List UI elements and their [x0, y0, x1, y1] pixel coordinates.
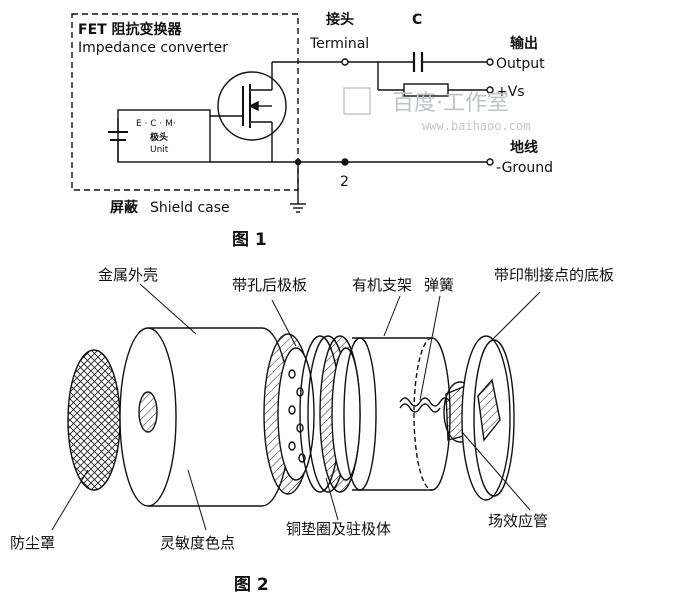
watermark-logo: [343, 87, 371, 115]
node-2-label: 2: [340, 174, 349, 190]
vs-label: +Vs: [496, 84, 525, 100]
ground-en: -Ground: [496, 160, 553, 176]
vs-terminal: [486, 86, 494, 94]
label-backplate: 带孔后极板: [232, 276, 307, 294]
figure2-exploded-view: [51, 283, 541, 531]
label-dust-cover: 防尘罩: [10, 534, 55, 552]
frame-front: [343, 337, 377, 491]
watermark-main: 百度·工作室: [392, 91, 509, 116]
fet-transistor-symbol: [217, 71, 287, 141]
shield-case-outline: [71, 13, 299, 191]
output-en: Output: [496, 56, 545, 72]
ground-cn: 地线: [510, 139, 538, 156]
label-sensitivity-dot: 灵敏度色点: [160, 534, 235, 552]
dust-cover-disc: [67, 349, 121, 491]
figure1-circuit: [71, 13, 494, 213]
metal-case-hole: [138, 391, 158, 433]
label-metal-case: 金属外壳: [98, 266, 158, 284]
ground-terminal: [486, 158, 494, 166]
spring-coil: [399, 397, 451, 407]
figure2-caption: 图 2: [234, 575, 269, 595]
leader-lines: [51, 283, 541, 531]
ecm-unit-box: [117, 109, 211, 163]
figure1-caption: 图 1: [232, 230, 267, 250]
capacitor-label: C: [412, 12, 422, 28]
electret-inner: [331, 347, 361, 481]
terminal-cn: 接头: [326, 11, 354, 28]
label-spring: 弹簧: [424, 276, 454, 294]
label-fet-tube: 场效应管: [488, 512, 548, 530]
ecm-line1: E · C · M·: [136, 119, 176, 129]
watermark-url: www.baihaoo.com: [422, 119, 530, 133]
terminal-en: Terminal: [309, 36, 369, 52]
fet-title-en: Impedance converter: [78, 40, 228, 56]
pcb-base-rim: [473, 339, 515, 497]
metal-case-fill: [148, 328, 262, 506]
shield-cn: 屏蔽: [110, 199, 139, 216]
backplate-face: [277, 347, 315, 481]
fet-title-cn: FET 阻抗变换器: [78, 21, 183, 38]
ecm-line2: 极头: [150, 131, 168, 143]
spring-coil-2: [399, 403, 441, 413]
figure2-labels: 金属外壳 带孔后极板 有机支架 弹簧 带印制接点的底板 防尘罩 灵敏度色点 铜垫…: [10, 266, 614, 595]
label-copper-ring: 铜垫圈及驻极体: [286, 520, 391, 538]
fet-arrow: [248, 100, 259, 112]
figure1-labels: FET 阻抗变换器 Impedance converter 接头 Termina…: [78, 11, 553, 250]
output-terminal: [486, 58, 494, 66]
shield-en: Shield case: [150, 200, 230, 216]
ecm-line3: Unit: [150, 145, 169, 155]
terminal-node: [341, 58, 349, 66]
node-2-dot: [341, 158, 349, 166]
output-cn: 输出: [510, 35, 538, 52]
frame-back-hidden: [413, 337, 433, 491]
label-pcb-board: 带印制接点的底板: [494, 266, 614, 284]
pcb-contact-pad: [477, 378, 501, 442]
label-organic-frame: 有机支架: [352, 276, 412, 294]
